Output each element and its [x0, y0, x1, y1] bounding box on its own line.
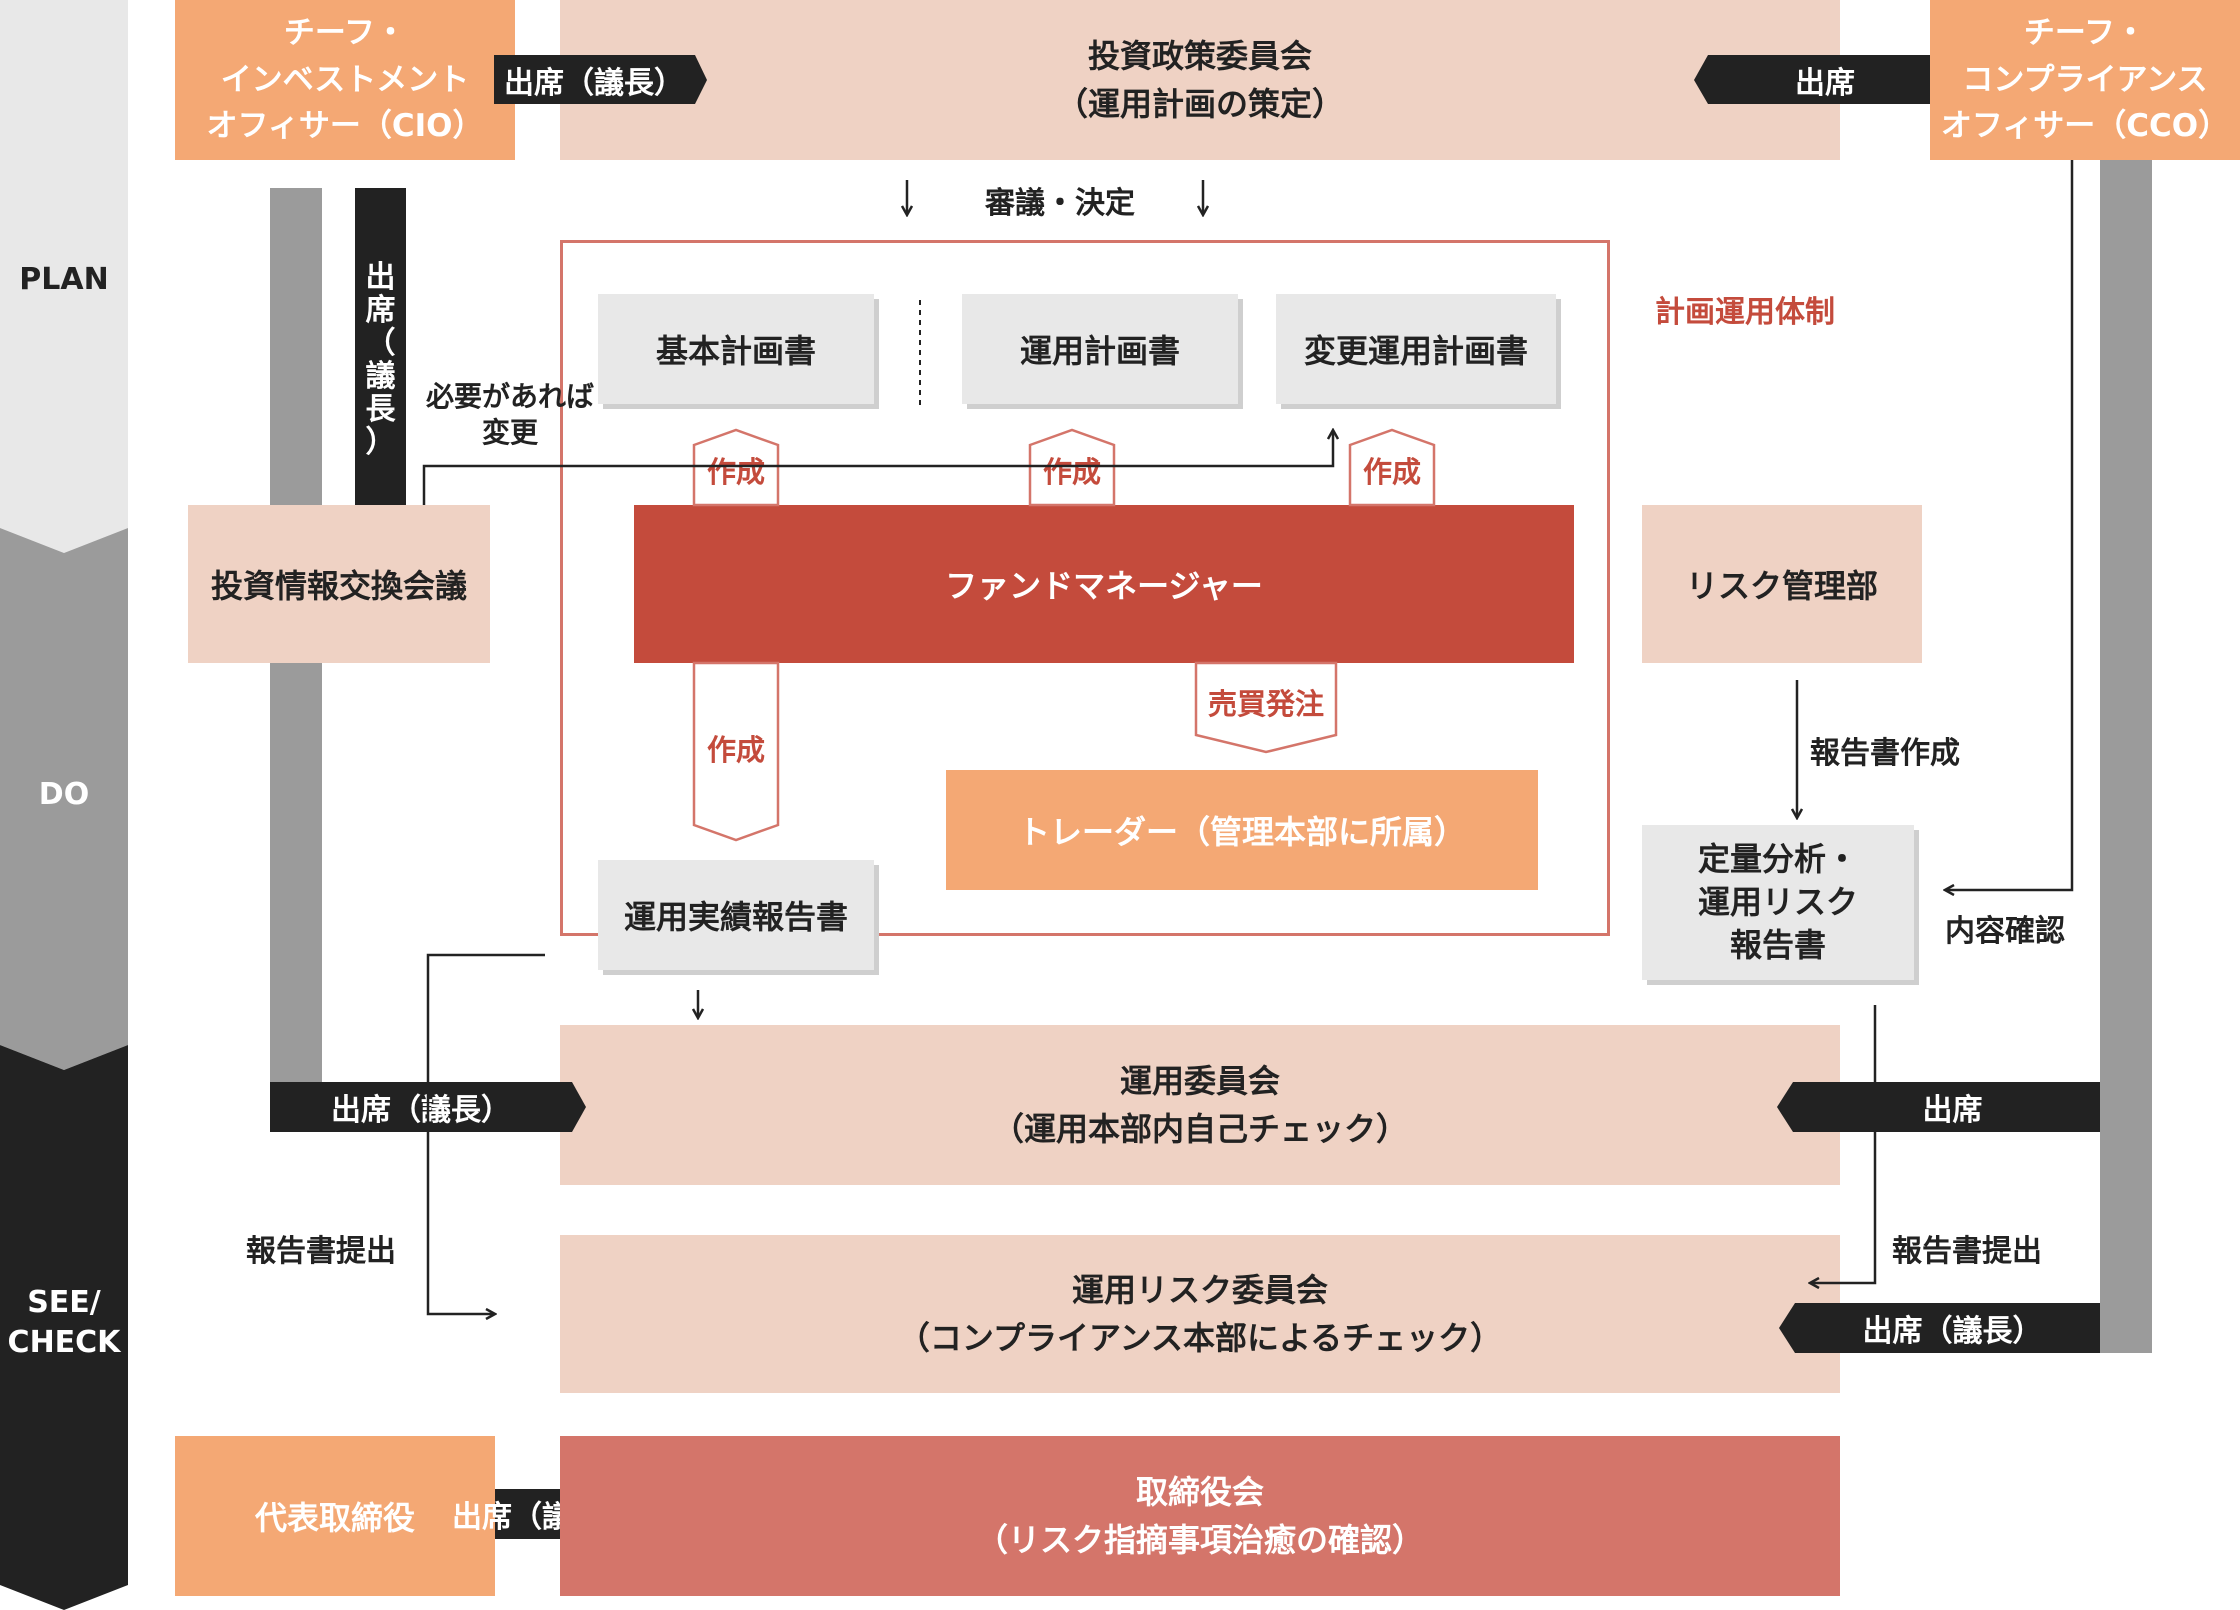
cio-attend-chair-tag: 出席（議長）: [504, 65, 684, 101]
cco-box: チーフ・ コンプライアンス オフィサー（CCO）: [1930, 0, 2240, 160]
plan-framework-border: [560, 240, 1610, 936]
investment-policy-committee: 投資政策委員会 （運用計画の策定）: [560, 0, 1840, 160]
changed-plan-doc: 変更運用計画書: [1276, 294, 1556, 404]
fund-manager-box: ファンドマネージャー: [634, 505, 1574, 663]
attend-chair-vertical-tag: 出 席 （ 議 長 ）: [365, 260, 396, 460]
operation-plan-doc: 運用計画書: [962, 294, 1238, 404]
create-label-operation: 作成: [1042, 455, 1101, 489]
report-submit-label-left: 報告書提出: [246, 1234, 396, 1269]
create-label-changed: 作成: [1362, 455, 1421, 489]
create-label-report: 作成: [706, 733, 765, 767]
operation-committee: 運用委員会 （運用本部内自己チェック）: [560, 1025, 1840, 1185]
performance-report-doc: 運用実績報告書: [598, 860, 874, 970]
investment-info-meeting: 投資情報交換会議: [188, 505, 490, 663]
risk-committee-attend-chair-tag: 出席（議長）: [1862, 1314, 2043, 1349]
change-if-needed-label: 必要があれば 変更: [425, 379, 594, 449]
buy-sell-order-label: 売買発注: [1207, 687, 1324, 721]
report-creation-label: 報告書作成: [1810, 736, 1960, 771]
phase-plan: PLAN: [19, 261, 109, 297]
cco-attend-tag: 出席: [1795, 65, 1855, 101]
board-of-directors: 取締役会 （リスク指摘事項治癒の確認）: [560, 1436, 1840, 1596]
report-submit-label-right: 報告書提出: [1892, 1234, 2042, 1269]
operation-committee-attend-chair-tag: 出席（議長）: [331, 1093, 511, 1128]
content-check-label: 内容確認: [1945, 914, 2065, 949]
create-label-basic: 作成: [706, 455, 765, 489]
phase-see-check: SEE/ CHECK: [7, 1284, 121, 1361]
cio-box: チーフ・ インベストメント オフィサー（CIO）: [175, 0, 515, 160]
basic-plan-doc: 基本計画書: [598, 294, 874, 404]
plan-framework-label: 計画運用体制: [1655, 295, 1835, 330]
operation-committee-attend-tag: 出席: [1922, 1093, 1983, 1128]
cco-attendance-bar: [2100, 160, 2152, 1353]
risk-report-doc: 定量分析・ 運用リスク 報告書: [1642, 825, 1914, 980]
representative-director-box: 代表取締役: [175, 1436, 495, 1596]
risk-management-box: リスク管理部: [1642, 505, 1922, 663]
phase-do: DO: [38, 776, 90, 812]
trader-box: トレーダー（管理本部に所属）: [946, 770, 1538, 890]
operation-risk-committee: 運用リスク委員会 （コンプライアンス本部によるチェック）: [560, 1235, 1840, 1393]
deliberation-label: 審議・決定: [985, 186, 1135, 221]
